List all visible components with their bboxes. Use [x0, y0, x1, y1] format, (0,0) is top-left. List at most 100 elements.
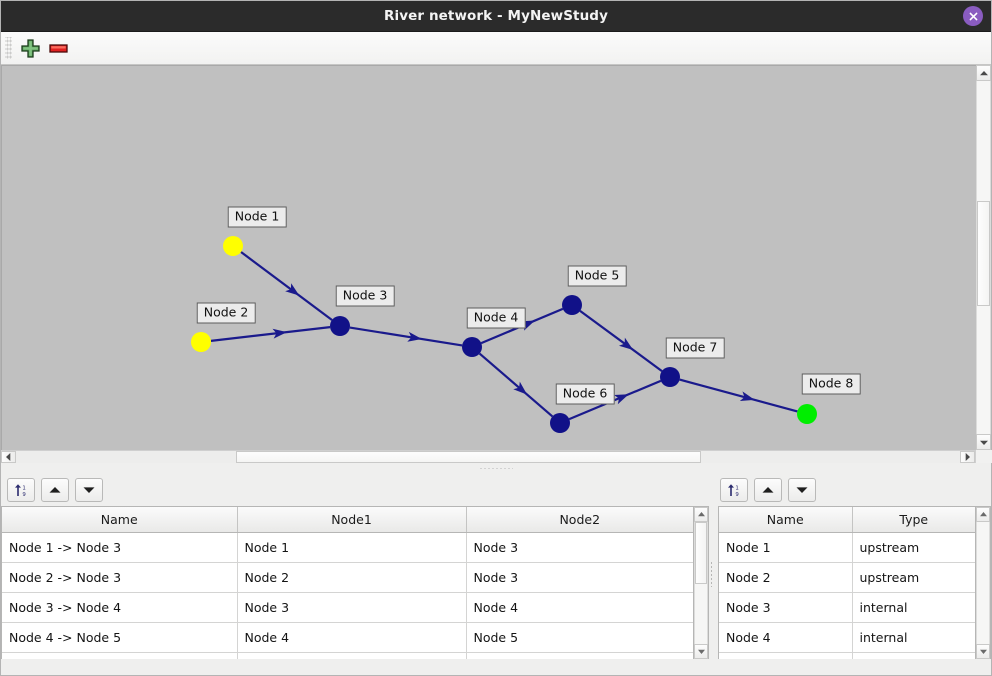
node-sort-button[interactable]: 1 9: [720, 477, 748, 502]
table-cell[interactable]: internal: [852, 592, 975, 623]
graph-node-label-node-8: Node 8: [801, 373, 861, 395]
titlebar: River network - MyNewStudy: [1, 1, 991, 32]
graph-edge[interactable]: [210, 326, 331, 342]
table-row[interactable]: [719, 652, 975, 659]
table-cell[interactable]: [237, 652, 467, 659]
vscroll-up-arrow[interactable]: [976, 65, 991, 81]
branch-vscroll-up-arrow[interactable]: [694, 507, 708, 522]
branch-move-up-button[interactable]: [41, 477, 69, 502]
column-header-name[interactable]: Name: [719, 507, 853, 533]
table-cell[interactable]: Node 1: [719, 532, 853, 563]
branch-vscroll-track[interactable]: [694, 522, 708, 644]
graph-edge[interactable]: [240, 251, 333, 321]
graph-edge[interactable]: [679, 378, 798, 413]
graph-node-node-7[interactable]: [660, 367, 680, 387]
table-cell[interactable]: [2, 652, 238, 659]
node-vscroll-down-arrow[interactable]: [976, 644, 990, 659]
table-cell[interactable]: Node 4: [237, 622, 467, 653]
branch-vscroll-thumb[interactable]: [695, 522, 707, 584]
node-move-up-button[interactable]: [754, 477, 782, 502]
node-table-vscrollbar[interactable]: [976, 506, 991, 659]
graph-node-node-2[interactable]: [191, 332, 211, 352]
table-cell[interactable]: Node 4: [466, 592, 693, 623]
graph-edge[interactable]: [568, 379, 662, 421]
table-cell[interactable]: Node 1: [237, 532, 467, 563]
table-cell[interactable]: Node 3: [466, 532, 693, 563]
hscroll-thumb[interactable]: [236, 451, 701, 463]
table-row[interactable]: [2, 652, 693, 659]
table-cell[interactable]: Node 2 -> Node 3: [2, 562, 238, 593]
graph-node-node-6[interactable]: [550, 413, 570, 433]
node-vscroll-track[interactable]: [976, 522, 990, 644]
graph-edge[interactable]: [478, 352, 554, 418]
graph-edge[interactable]: [349, 326, 463, 347]
vscroll-thumb[interactable]: [977, 201, 990, 306]
table-cell[interactable]: Node 1 -> Node 3: [2, 532, 238, 563]
table-cell[interactable]: Node 3: [719, 592, 853, 623]
graph-edge[interactable]: [579, 310, 663, 372]
delete-node-button[interactable]: [44, 35, 72, 61]
table-cell[interactable]: Node 4 -> Node 5: [2, 622, 238, 653]
graph-node-node-3[interactable]: [330, 316, 350, 336]
table-cell[interactable]: [719, 652, 853, 659]
table-cell[interactable]: [466, 652, 693, 659]
node-move-down-button[interactable]: [788, 477, 816, 502]
table-cell[interactable]: Node 5: [466, 622, 693, 653]
horizontal-splitter[interactable]: [1, 463, 991, 473]
graph-node-node-8[interactable]: [797, 404, 817, 424]
red-minus-icon: [48, 43, 68, 53]
node-toolbar: 1 9: [714, 473, 991, 506]
table-cell[interactable]: internal: [852, 622, 975, 653]
table-cell[interactable]: upstream: [852, 532, 975, 563]
vertical-splitter[interactable]: [709, 473, 714, 675]
graph-edge-arrow-icon: [407, 331, 422, 342]
close-button[interactable]: [963, 6, 983, 26]
hscroll-right-arrow[interactable]: [960, 451, 975, 463]
column-header-name[interactable]: Name: [2, 507, 238, 533]
branch-vscroll-down-arrow[interactable]: [694, 644, 708, 659]
table-cell[interactable]: upstream: [852, 562, 975, 593]
vscroll-track[interactable]: [976, 81, 991, 434]
branch-move-down-button[interactable]: [75, 477, 103, 502]
table-cell[interactable]: Node 2: [237, 562, 467, 593]
column-header-node2[interactable]: Node2: [466, 507, 693, 533]
column-header-type[interactable]: Type: [852, 507, 975, 533]
branch-sort-button[interactable]: 1 9: [7, 477, 35, 502]
graph-node-node-5[interactable]: [562, 295, 582, 315]
hscroll-left-arrow[interactable]: [1, 451, 16, 463]
table-cell[interactable]: Node 3 -> Node 4: [2, 592, 238, 623]
table-cell[interactable]: Node 4: [719, 622, 853, 653]
table-cell[interactable]: Node 3: [237, 592, 467, 623]
table-cell[interactable]: Node 2: [719, 562, 853, 593]
toolbar-grip[interactable]: [5, 37, 12, 59]
vscroll-down-arrow[interactable]: [976, 434, 991, 450]
node-panel-spacer: [714, 659, 991, 675]
graph-hscrollbar[interactable]: [1, 450, 975, 463]
table-cell[interactable]: [852, 652, 975, 659]
column-header-node1[interactable]: Node1: [237, 507, 467, 533]
table-cell[interactable]: Node 3: [466, 562, 693, 593]
hscroll-track[interactable]: [16, 451, 960, 463]
graph-vscrollbar[interactable]: [975, 65, 992, 463]
graph-node-node-1[interactable]: [223, 236, 243, 256]
add-node-button[interactable]: [16, 35, 44, 61]
branch-table-vscrollbar[interactable]: [694, 506, 709, 659]
graph-node-node-4[interactable]: [462, 337, 482, 357]
node-vscroll-up-arrow[interactable]: [976, 507, 990, 522]
